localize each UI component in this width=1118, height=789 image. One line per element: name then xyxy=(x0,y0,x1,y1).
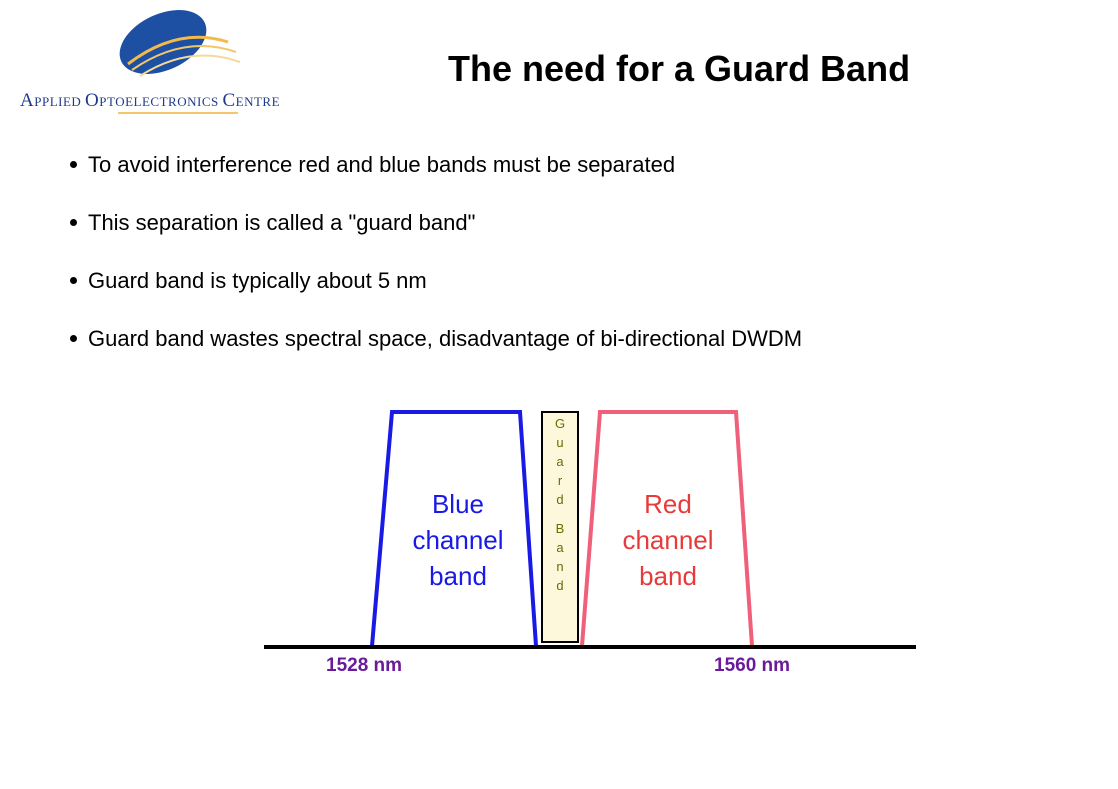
guard-letter: a xyxy=(556,454,564,469)
logo-emblem xyxy=(119,10,241,77)
blue-channel-label: Blue channel band xyxy=(398,486,518,594)
logo-swoosh-1 xyxy=(127,35,229,66)
red-label-line: band xyxy=(639,561,697,591)
blue-channel-band-outline xyxy=(370,410,538,647)
bullet-list: To avoid interference red and blue bands… xyxy=(68,152,802,384)
red-label-line: channel xyxy=(622,525,714,555)
blue-label-line: Blue xyxy=(431,489,485,519)
guard-letter: G xyxy=(554,416,566,431)
bullet-dot xyxy=(70,219,77,226)
bullet-text: Guard band wastes spectral space, disadv… xyxy=(88,326,803,351)
logo-wordmark: APPLIED OPTOELECTRONICS CENTRE xyxy=(20,90,281,111)
logo-swoosh-3 xyxy=(139,54,241,77)
red-channel-band-outline xyxy=(580,410,754,647)
logo-underline xyxy=(118,112,238,114)
logo: APPLIED OPTOELECTRONICS CENTRE xyxy=(8,6,313,116)
guard-letter: u xyxy=(556,435,564,450)
bullet-dot xyxy=(70,277,77,284)
blue-label-line: channel xyxy=(412,525,504,555)
guard-letter: d xyxy=(556,492,564,507)
guard-band-label: G u a r d B a n d xyxy=(541,414,579,595)
guard-band-box xyxy=(541,411,579,643)
bullet-text: This separation is called a "guard band" xyxy=(88,210,476,235)
guard-letter: B xyxy=(555,521,565,536)
wavelength-label-left: 1528 nm xyxy=(326,655,403,676)
guard-letter: r xyxy=(557,473,563,488)
guard-letter: d xyxy=(556,578,564,593)
guard-letter: n xyxy=(556,559,564,574)
bullet-dot xyxy=(70,161,77,168)
guard-letter-gap xyxy=(541,509,579,519)
bullet-item: This separation is called a "guard band" xyxy=(68,210,802,236)
bullet-item: To avoid interference red and blue bands… xyxy=(68,152,802,178)
logo-swoosh-2 xyxy=(131,45,237,71)
red-channel-label: Red channel band xyxy=(608,486,728,594)
bullet-text: To avoid interference red and blue bands… xyxy=(88,152,676,177)
bullet-item: Guard band is typically about 5 nm xyxy=(68,268,802,294)
bullet-item: Guard band wastes spectral space, disadv… xyxy=(68,326,802,352)
blue-label-line: band xyxy=(429,561,487,591)
bullet-dot xyxy=(70,335,77,342)
page-title: The need for a Guard Band xyxy=(448,48,911,89)
bullet-text: Guard band is typically about 5 nm xyxy=(88,268,427,293)
red-label-line: Red xyxy=(644,489,692,519)
guard-letter: a xyxy=(556,540,564,555)
wavelength-label-right: 1560 nm xyxy=(714,655,791,676)
